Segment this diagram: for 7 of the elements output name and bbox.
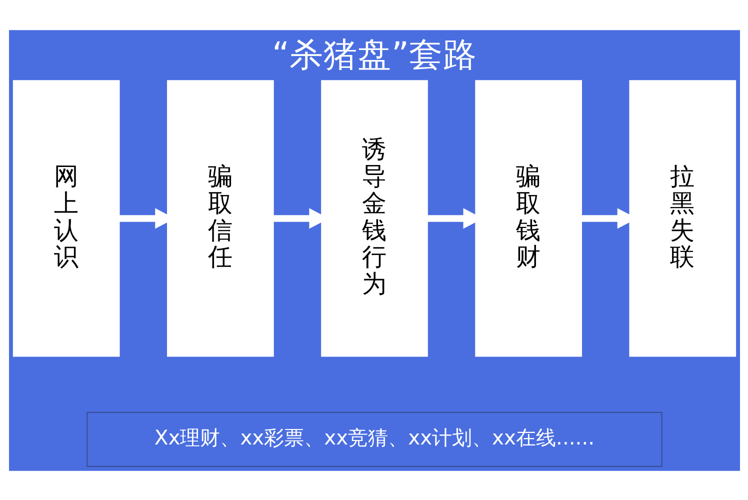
node-box: 骗取钱财 [474, 80, 582, 356]
node-box: 诱导金钱行为 [320, 80, 428, 356]
diagram-title: “杀猪盘”套路 [272, 34, 476, 74]
node-box: 网上认识 [12, 80, 120, 356]
node-box: 骗取信任 [166, 80, 274, 356]
node-box: 拉黑失联 [628, 80, 736, 356]
node-box: Xx理财、xx彩票、xx竞猜、xx计划、xx在线...... [86, 411, 662, 466]
